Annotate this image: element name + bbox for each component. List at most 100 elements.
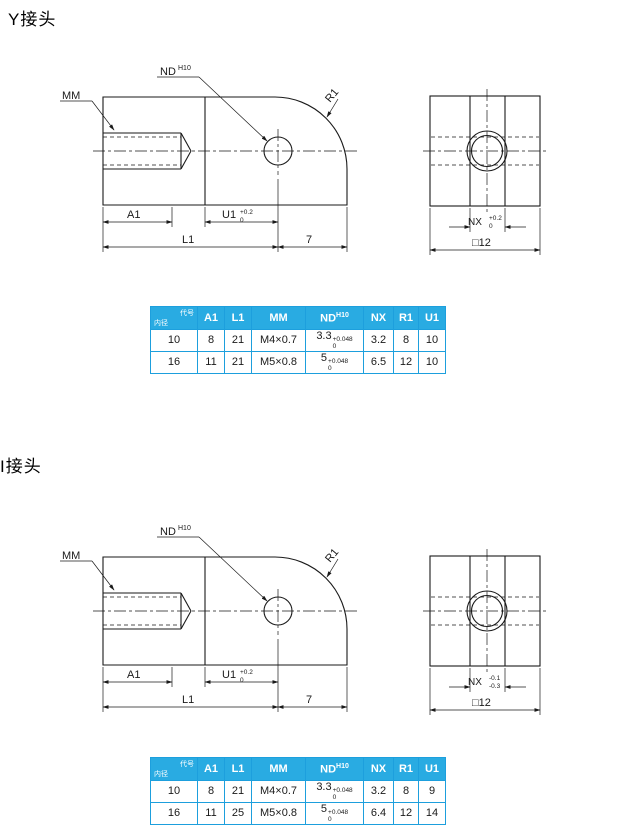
section-title-y: Y接头 [8, 10, 57, 29]
leader-lines [60, 536, 339, 602]
centerlines [93, 129, 358, 175]
nx-tol-bot: 0 [489, 223, 493, 230]
cell-code: 16 [150, 350, 198, 374]
corner-header: 代号 内径 [150, 306, 198, 330]
col-header-u1: U1 [418, 757, 446, 781]
u1-tol-top: +0.2 [240, 209, 253, 216]
col-header-a1: A1 [197, 757, 225, 781]
cell-nx: 3.2 [363, 780, 394, 803]
mm-label: MM [62, 90, 80, 102]
cell-nx: 6.4 [363, 801, 394, 825]
y-connector-drawing: MM ND H10 R1 A1 U1 +0.2 0 L1 7 NX +0.2 0… [60, 65, 547, 255]
cell-a1: 8 [197, 780, 225, 803]
col-header-nx: NX [363, 306, 394, 330]
cell-a1: 11 [197, 350, 225, 374]
cell-code: 10 [150, 329, 198, 352]
cell-r1: 8 [393, 329, 419, 352]
table-header-row: 代号 内径 A1 L1 MM NDH10 NX R1 U1 [150, 757, 446, 781]
cell-r1: 12 [393, 801, 419, 825]
end-view-hidden-lines [431, 136, 539, 166]
cell-mm: M5×0.8 [251, 801, 306, 825]
u1-tol-bot: 0 [240, 217, 244, 224]
nx-tol-bot: -0.3 [489, 683, 501, 690]
cell-nx: 3.2 [363, 329, 394, 352]
corner-bottom-label: 内径 [154, 771, 168, 778]
col-header-l1: L1 [224, 757, 252, 781]
end-view-centerlines [423, 89, 547, 213]
col-header-nd: NDH10 [305, 306, 364, 330]
dim7-label: 7 [306, 234, 312, 246]
corner-top-label: 代号 [180, 310, 194, 317]
cell-l1: 21 [224, 780, 252, 803]
table-header-row: 代号 内径 A1 L1 MM NDH10 NX R1 U1 [150, 306, 446, 330]
cell-r1: 8 [393, 780, 419, 803]
u1-dim-label: U1 [222, 669, 236, 681]
nd-sup-label: H10 [178, 525, 191, 532]
side-view-outline [102, 556, 348, 666]
col-header-nx: NX [363, 757, 394, 781]
nx-tol-top: +0.2 [489, 215, 502, 222]
end-view-dimension-lines [429, 668, 541, 715]
nd-label: ND [160, 526, 176, 538]
cell-u1: 14 [418, 801, 446, 825]
u1-tol-bot: 0 [240, 677, 244, 684]
col-header-u1: U1 [418, 306, 446, 330]
square12-dim-label: □12 [472, 697, 491, 709]
cell-a1: 8 [197, 329, 225, 352]
col-header-r1: R1 [393, 306, 419, 330]
col-header-r1: R1 [393, 757, 419, 781]
r1-label: R1 [323, 86, 341, 104]
cell-u1: 9 [418, 780, 446, 803]
i-connector-drawing: MM ND H10 R1 A1 U1 +0.2 0 L1 7 NX -0.1 -… [60, 525, 547, 715]
cell-a1: 11 [197, 801, 225, 825]
section-title-i: I接头 [0, 457, 42, 476]
col-header-l1: L1 [224, 306, 252, 330]
square12-dim-label: □12 [472, 237, 491, 249]
nd-sup-label: H10 [178, 65, 191, 72]
cell-mm: M4×0.7 [251, 329, 306, 352]
a1-dim-label: A1 [127, 209, 140, 221]
centerlines [93, 589, 358, 635]
spec-table-i: 代号 内径 A1 L1 MM NDH10 NX R1 U1 10 8 21 M4… [150, 757, 446, 825]
corner-header: 代号 内径 [150, 757, 198, 781]
nd-label: ND [160, 66, 176, 78]
end-view-centerlines [423, 549, 547, 673]
dimension-lines [102, 639, 348, 712]
cell-code: 16 [150, 801, 198, 825]
dim7-label: 7 [306, 694, 312, 706]
cell-l1: 25 [224, 801, 252, 825]
cell-l1: 21 [224, 329, 252, 352]
spec-table-y: 代号 内径 A1 L1 MM NDH10 NX R1 U1 10 8 21 M4… [150, 306, 446, 374]
nx-tol-top: -0.1 [489, 675, 501, 682]
corner-bottom-label: 内径 [154, 320, 168, 327]
cell-nx: 6.5 [363, 350, 394, 374]
cell-u1: 10 [418, 350, 446, 374]
cell-r1: 12 [393, 350, 419, 374]
a1-dim-label: A1 [127, 669, 140, 681]
mm-label: MM [62, 550, 80, 562]
u1-dim-label: U1 [222, 209, 236, 221]
cell-u1: 10 [418, 329, 446, 352]
l1-dim-label: L1 [182, 694, 194, 706]
corner-top-label: 代号 [180, 761, 194, 768]
cell-code: 10 [150, 780, 198, 803]
nx-dim-label: NX [468, 217, 482, 228]
cell-mm: M5×0.8 [251, 350, 306, 374]
l1-dim-label: L1 [182, 234, 194, 246]
col-header-a1: A1 [197, 306, 225, 330]
dimension-lines [102, 179, 348, 252]
col-header-mm: MM [251, 306, 306, 330]
cell-mm: M4×0.7 [251, 780, 306, 803]
col-header-nd: NDH10 [305, 757, 364, 781]
hidden-lines [103, 136, 181, 166]
cell-l1: 21 [224, 350, 252, 374]
side-view-outline [102, 96, 348, 206]
